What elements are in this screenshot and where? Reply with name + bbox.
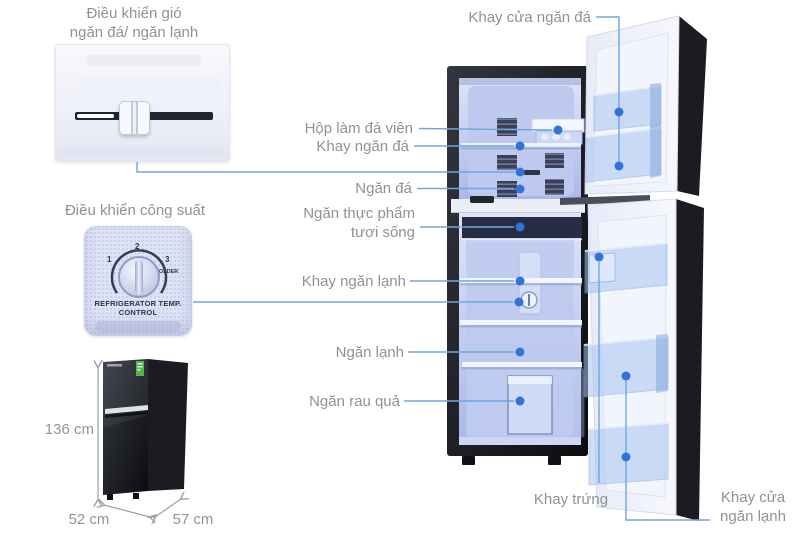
- dial-mark-1: 1: [107, 255, 112, 264]
- energy-label: [136, 361, 144, 376]
- label-airflow-line1: Điều khiển gió: [86, 5, 182, 22]
- mini-fridge-photo: [103, 359, 188, 500]
- egg-tray-art: [588, 252, 616, 284]
- dial-caption-line1: REFRIGERATOR: [94, 299, 157, 308]
- dot-freezer-door-tray-1: [614, 107, 624, 117]
- callout-lines: [136, 16, 710, 521]
- label-fridge-door-tray-line1: Khay cửa: [720, 489, 786, 506]
- dimension-arrows: [98, 367, 181, 517]
- slider-track-inset: [77, 114, 114, 118]
- label-airflow-line2: ngăn đá/ ngăn lạnh: [69, 24, 199, 41]
- mini-fridge-brand: [107, 364, 122, 367]
- dot-vegetable-drawer: [515, 396, 525, 406]
- label-freezer-compartment: Ngăn đá: [355, 180, 412, 197]
- label-egg-tray: Khay trứng: [533, 491, 609, 508]
- thermostat-art: [518, 251, 542, 315]
- airflow-slider-image: [55, 44, 230, 162]
- slider-knob: [119, 101, 150, 135]
- ice-cube-box-art: [531, 118, 585, 145]
- label-fresh-food-compartment: Ngăn thực phẩm tươi sống: [255, 204, 415, 242]
- label-ice-cube-box: Hộp làm đá viên: [304, 120, 413, 137]
- dial-bottom-band: [95, 321, 181, 332]
- dial-knob: [118, 256, 160, 298]
- label-vegetable-drawer: Ngăn rau quả: [309, 393, 400, 410]
- label-cooler-tray: Khay ngăn lạnh: [301, 273, 406, 290]
- dial-caption-line2: TEMP. CONTROL: [118, 299, 182, 317]
- dimension-width: 52 cm: [68, 511, 110, 528]
- label-fridge-door-tray-line2: ngăn lạnh: [720, 508, 786, 525]
- callout-line-fridge-door-tray: [625, 380, 710, 521]
- dial-mark-2: 2: [135, 242, 140, 251]
- fridge-door: [583, 198, 704, 521]
- freezer-door-bins: [585, 83, 662, 183]
- callout-line-airflow: [136, 157, 514, 173]
- dot-egg-tray: [594, 252, 604, 262]
- dot-power: [514, 297, 524, 307]
- dot-fresh-food: [515, 222, 525, 232]
- dot-fridge-door-tray-2: [621, 452, 631, 462]
- dial-caption: REFRIGERATOR TEMP. CONTROL: [85, 299, 191, 317]
- callout-line-ice-cube-box: [418, 127, 553, 131]
- width-arrow: [104, 505, 150, 517]
- depth-arrow: [155, 499, 181, 517]
- mini-fridge-handle: [105, 405, 148, 414]
- label-cooler-compartment: Ngăn lạnh: [335, 344, 404, 361]
- dimension-depth: 57 cm: [172, 511, 214, 528]
- label-fridge-door-tray: Khay cửa ngăn lạnh: [693, 488, 800, 526]
- dot-airflow: [515, 167, 525, 177]
- dot-ice-cube-box: [553, 125, 563, 135]
- label-airflow-control: Điều khiển gió ngăn đá/ ngăn lạnh: [28, 4, 240, 42]
- dimension-height: 136 cm: [44, 421, 94, 438]
- vegetable-drawer-art: [465, 368, 585, 438]
- dial-arc: [110, 249, 168, 294]
- embossed-text-area: [86, 55, 201, 66]
- power-dial-image: 1 2 3 COLDER REFRIGERATOR TEMP. CONTROL: [84, 226, 192, 336]
- freezer-vents: [497, 118, 564, 197]
- label-freezer-tray: Khay ngăn đá: [316, 138, 409, 155]
- label-freezer-door-tray: Khay cửa ngăn đá: [468, 9, 591, 26]
- embossed-scale-area: [80, 78, 220, 86]
- callout-dots: [514, 107, 631, 462]
- dot-cooler-tray: [515, 276, 525, 286]
- freezer-door: [584, 15, 707, 196]
- dot-cooler-compartment: [515, 347, 525, 357]
- open-fridge-photo: [447, 15, 707, 521]
- label-power-control: Điều khiển công suất: [64, 202, 206, 219]
- dot-freezer-tray: [515, 141, 525, 151]
- label-fresh-food-line2: tươi sống: [350, 224, 415, 241]
- label-fresh-food-line1: Ngăn thực phẩm: [303, 205, 415, 222]
- dot-freezer-compartment: [515, 184, 525, 194]
- slider-bottom-bevel: [61, 148, 224, 157]
- dial-colder-label: COLDER: [155, 269, 179, 275]
- dial-knob-ridge: [135, 260, 143, 294]
- dot-fridge-door-tray-1: [621, 371, 631, 381]
- dial-mark-3: 3: [165, 255, 170, 264]
- dot-freezer-door-tray-2: [614, 161, 624, 171]
